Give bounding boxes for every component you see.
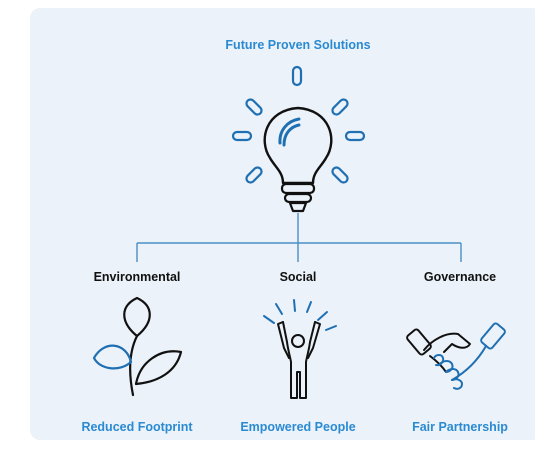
light-rays xyxy=(231,65,366,184)
outcome-label-social: Empowered People xyxy=(240,420,356,434)
sprout-icon xyxy=(92,296,183,397)
outcome-label-environmental: Reduced Footprint xyxy=(81,420,193,434)
pillar-label-social: Social xyxy=(279,270,317,284)
pillar-label-environmental: Environmental xyxy=(93,270,181,284)
connector-lines xyxy=(136,213,462,262)
pillar-label-governance: Governance xyxy=(423,270,497,284)
diagram-title: Future Proven Solutions xyxy=(225,38,371,52)
outcome-label-governance: Fair Partnership xyxy=(412,420,508,434)
handshake-icon xyxy=(406,322,506,390)
raised-arms-person-icon xyxy=(263,299,337,399)
lightbulb-icon xyxy=(231,65,366,213)
